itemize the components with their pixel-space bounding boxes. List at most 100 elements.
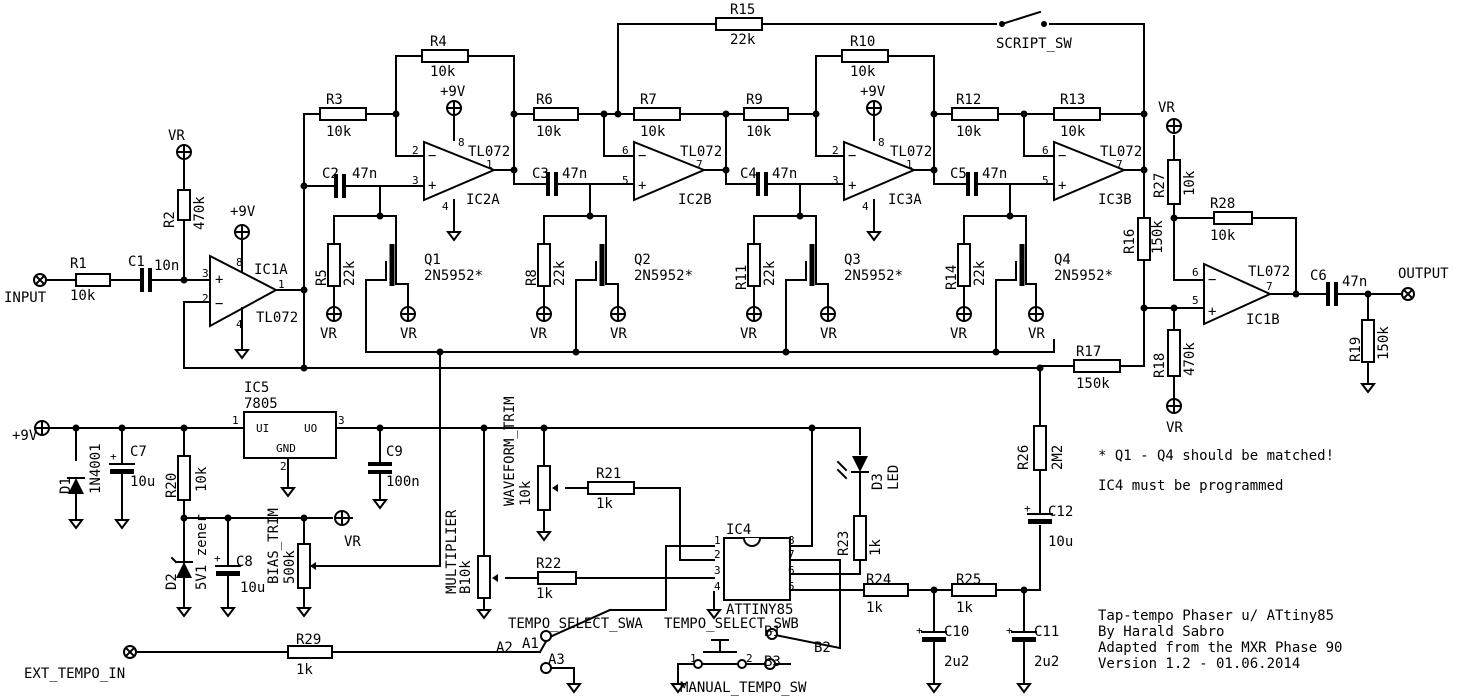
label-ic2a-value: TL072	[468, 144, 510, 160]
label-d3-ref: D3	[870, 473, 886, 490]
label-r5-ref: R5	[314, 269, 330, 286]
label-q3-value: 2N5952*	[844, 268, 903, 284]
label-r25-value: 1k	[956, 600, 973, 616]
switch-script	[999, 10, 1047, 27]
svg-text:+: +	[1024, 502, 1031, 515]
label-c9-ref: C9	[386, 444, 403, 460]
label-r8-value: 22k	[552, 260, 568, 286]
svg-text:−: −	[215, 296, 223, 312]
label-r24-ref: R24	[866, 572, 891, 588]
capacitor-c7: +	[109, 450, 135, 474]
resistor-r5	[327, 243, 341, 287]
label-a2: A2	[496, 640, 513, 656]
label-r25-ref: R25	[956, 572, 981, 588]
label-r11-ref: R11	[734, 265, 750, 290]
ground-bias	[296, 607, 312, 618]
svg-text:+: +	[1058, 178, 1066, 194]
resistor-r20	[177, 455, 191, 501]
label-vr-r11: VR	[740, 326, 757, 342]
svg-text:7: 7	[1266, 280, 1273, 293]
svg-text:2: 2	[280, 460, 287, 473]
resistor-r17	[1073, 359, 1121, 373]
label-multiplier: MULTIPLIER	[444, 509, 460, 594]
label-r21-value: 1k	[596, 496, 613, 512]
svg-text:+: +	[214, 552, 221, 565]
label-script-sw: SCRIPT_SW	[996, 36, 1072, 52]
label-r7-value: 10k	[640, 124, 666, 140]
resistor-r26	[1033, 425, 1047, 471]
label-q1-value: 2N5952*	[424, 268, 483, 284]
label-input: INPUT	[4, 290, 47, 306]
label-r2-ref: R2	[162, 211, 178, 228]
label-c1-value: 10n	[154, 258, 179, 274]
note-matched: * Q1 - Q4 should be matched!	[1098, 448, 1334, 464]
label-ic4-value: ATTINY85	[726, 602, 793, 618]
resistor-r14	[957, 243, 971, 287]
svg-text:3: 3	[202, 267, 209, 280]
label-r23-value: 1k	[868, 539, 884, 556]
svg-text:−: −	[638, 148, 646, 164]
svg-text:8: 8	[878, 136, 885, 149]
svg-text:−: −	[848, 148, 856, 164]
label-ic1b-value: TL072	[1248, 264, 1290, 280]
label-ic4-ref: IC4	[726, 522, 751, 538]
svg-text:8: 8	[236, 256, 243, 269]
svg-text:+: +	[428, 178, 436, 194]
capacitors	[140, 172, 1338, 474]
grounds	[68, 231, 1376, 694]
svg-text:3: 3	[412, 174, 419, 187]
label-ic3a-value: TL072	[890, 144, 932, 160]
vr-symbol-r14	[956, 306, 972, 322]
label-d1-ref: D1	[58, 477, 74, 494]
svg-text:3: 3	[832, 174, 839, 187]
label-r14-ref: R14	[944, 265, 960, 290]
label-r11-value: 22k	[762, 260, 778, 286]
label-a3: A3	[548, 652, 565, 668]
resistor-r21	[587, 481, 635, 495]
label-r28-value: 10k	[1210, 228, 1236, 244]
label-r1-ref: R1	[70, 256, 87, 272]
svg-text:6: 6	[622, 144, 629, 157]
label-r27-value: 10k	[1182, 170, 1198, 196]
label-q3-ref: Q3	[844, 252, 861, 268]
electrolytic-capacitors: + + + + +	[109, 450, 1053, 642]
label-9v-input: +9V	[12, 428, 38, 444]
label-r26-value: 2M2	[1050, 445, 1066, 470]
resistor-r29	[287, 645, 333, 659]
svg-text:+: +	[848, 178, 856, 194]
label-c6-ref: C6	[1310, 268, 1327, 284]
svg-text:3: 3	[714, 564, 721, 577]
resistor-r1	[75, 273, 111, 287]
connector-input	[33, 273, 47, 287]
ground-d2	[176, 607, 192, 618]
label-c8-value: 10u	[240, 580, 265, 596]
vr-symbol-r11	[746, 306, 762, 322]
svg-text:6: 6	[788, 564, 795, 577]
label-r16-ref: R16	[1122, 229, 1138, 254]
label-q2-value: 2N5952*	[634, 268, 693, 284]
label-ic3b-value: TL072	[1100, 144, 1142, 160]
label-r27-ref: R27	[1152, 173, 1168, 198]
label-vr-r27: VR	[1158, 100, 1175, 116]
label-tempo-swb: TEMPO_SELECT_SWB	[664, 616, 799, 632]
label-r18-value: 470k	[1182, 342, 1198, 376]
capacitor-c9	[368, 462, 392, 474]
opamp-ic3a: −+ 23 1 84	[832, 136, 917, 213]
supply-9v-ic1	[234, 224, 250, 240]
vr-symbol-q4	[1028, 306, 1044, 322]
label-r13-value: 10k	[1060, 124, 1086, 140]
capacitor-c3	[546, 172, 558, 196]
label-r18-ref: R18	[1152, 353, 1168, 378]
label-c3-value: 47n	[562, 166, 587, 182]
label-d2-ref: D2	[164, 573, 180, 590]
svg-text:+: +	[1006, 624, 1013, 637]
opamp-ic2b: −+ 65 7	[622, 140, 707, 202]
svg-text:4: 4	[862, 200, 869, 213]
resistor-r24	[863, 583, 909, 597]
supply-9v-ic3	[866, 100, 882, 116]
switch-manual	[693, 639, 747, 669]
label-ic3b-ref: IC3B	[1098, 192, 1132, 208]
svg-text:4: 4	[236, 318, 243, 331]
label-c12-ref: C12	[1048, 504, 1073, 520]
label-r28-ref: R28	[1210, 196, 1235, 212]
